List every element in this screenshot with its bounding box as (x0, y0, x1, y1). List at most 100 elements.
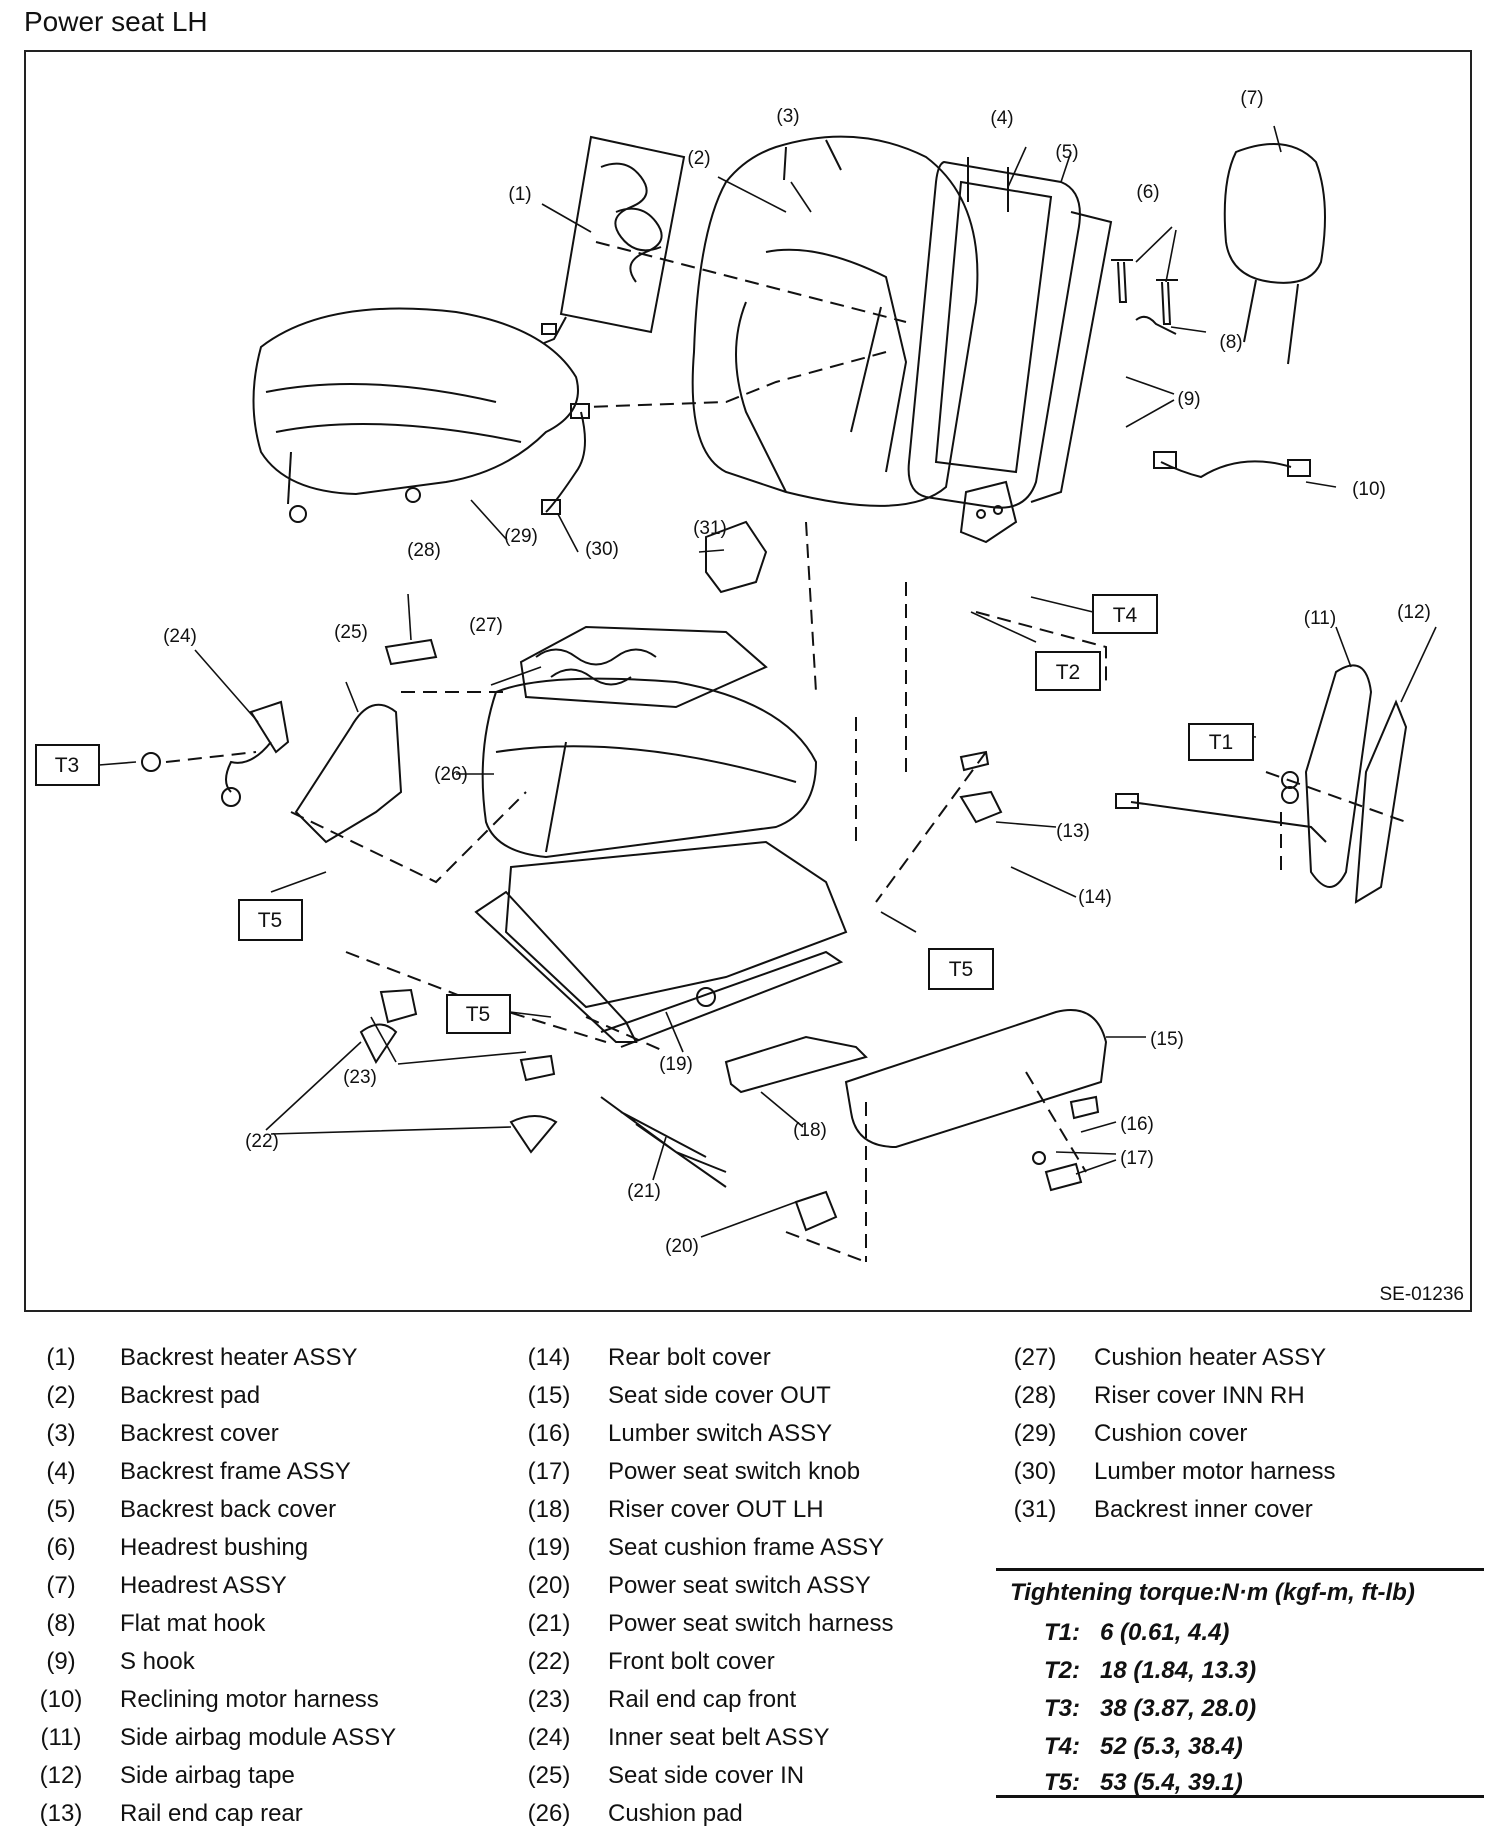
torque-tag-t5-left: T5 (258, 909, 283, 932)
legend-label: Cushion cover (1094, 1420, 1248, 1447)
legend-item: (26)Cushion pad (518, 1800, 988, 1838)
legend-column-2: (14)Rear bolt cover (15)Seat side cover … (518, 1344, 988, 1838)
callout-9: (9) (1177, 389, 1200, 410)
callout-20: (20) (665, 1236, 699, 1257)
legend-num: (24) (527, 1724, 571, 1751)
legend-num: (26) (527, 1800, 571, 1827)
legend-label: Power seat switch ASSY (608, 1572, 871, 1599)
callout-28: (28) (407, 540, 441, 561)
cushion-cover-drawing (252, 307, 579, 523)
rear-bolt-cover-drawing (959, 790, 1003, 824)
legend-num: (18) (527, 1496, 571, 1523)
legend-item: (2)Backrest pad (30, 1382, 490, 1420)
airbag-harness-drawing (1130, 801, 1327, 843)
legend-num: (3) (46, 1420, 76, 1447)
callout-31: (31) (693, 518, 727, 539)
callout-11: (11) (1304, 608, 1336, 629)
legend-item: (23)Rail end cap front (518, 1686, 988, 1724)
legend-label: Rear bolt cover (608, 1344, 771, 1371)
rail-end-cap-front-upper-drawing (379, 988, 418, 1024)
legend-label: Reclining motor harness (120, 1686, 379, 1713)
legend-item: (10)Reclining motor harness (30, 1686, 490, 1724)
legend-label: Headrest bushing (120, 1534, 309, 1561)
legend-label: Lumber switch ASSY (608, 1420, 833, 1447)
callout-3: (3) (776, 106, 799, 127)
inner-seat-belt-drawing (249, 700, 290, 754)
riser-cover-out-drawing (724, 1035, 868, 1094)
seat-side-cover-out-drawing (844, 1009, 1108, 1149)
legend-label: S hook (120, 1648, 195, 1675)
legend-label: Backrest cover (120, 1420, 279, 1447)
callout-25: (25) (334, 622, 368, 643)
legend-item: (24) Inner seat belt ASSY (518, 1724, 988, 1762)
backrest-inner-cover-drawing (705, 520, 768, 594)
legend-item: (9) S hook (30, 1648, 490, 1686)
legend-num: (13) (39, 1800, 83, 1827)
torque-tag-t3: T3 (55, 754, 80, 777)
torque-tag-t5-center: T5 (466, 1003, 491, 1026)
legend-item: (11)Side airbag module ASSY (30, 1724, 490, 1762)
rail-end-cap-rear-drawing (959, 750, 990, 772)
legend-num: (22) (527, 1648, 571, 1675)
legend-num: (30) (1013, 1458, 1057, 1485)
callout-23: (23) (343, 1067, 377, 1088)
legend-num: (1) (46, 1344, 76, 1371)
callout-2: (2) (687, 148, 710, 169)
torque-id: T5: (1044, 1769, 1080, 1796)
power-seat-switch-drawing (794, 1190, 838, 1232)
legend-num: (15) (527, 1382, 571, 1409)
legend-num: (7) (46, 1572, 76, 1599)
legend-num: (19) (527, 1534, 571, 1561)
legend-label: Cushion heater ASSY (1094, 1344, 1327, 1371)
page-title: Power seat LH (24, 6, 208, 37)
legend-column-3: (27)Cushion heater ASSY (28)Riser cover … (1004, 1344, 1474, 1534)
legend-num: (17) (527, 1458, 571, 1485)
legend-num: (5) (46, 1496, 76, 1523)
torque-tag-t5-right: T5 (949, 958, 974, 981)
legend-item: (16) Lumber switch ASSY (518, 1420, 988, 1458)
legend-label: Backrest frame ASSY (120, 1458, 351, 1485)
torque-value: 52 (5.3, 38.4) (1100, 1733, 1243, 1760)
legend-item: (31)Backrest inner cover (1004, 1496, 1474, 1534)
torque-value: 18 (1.84, 13.3) (1100, 1657, 1257, 1684)
torque-id: T1: (1044, 1619, 1080, 1646)
legend-label: Inner seat belt ASSY (608, 1724, 830, 1751)
legend-item: (15)Seat side cover OUT (518, 1382, 988, 1420)
legend-item: (21)Power seat switch harness (518, 1610, 988, 1648)
callout-27: (27) (469, 615, 503, 636)
callout-14: (14) (1078, 887, 1112, 908)
legend-item: (13)Rail end cap rear (30, 1800, 490, 1838)
callout-24: (24) (163, 626, 197, 647)
callout-6: (6) (1136, 182, 1159, 203)
cushion-pad-drawing (481, 625, 818, 859)
legend-item: (20)Power seat switch ASSY (518, 1572, 988, 1610)
legend-label: Backrest inner cover (1094, 1496, 1313, 1523)
legend-item: (5)Backrest back cover (30, 1496, 490, 1534)
legend-label: Riser cover INN RH (1094, 1382, 1305, 1409)
legend-num: (16) (527, 1420, 571, 1447)
legend-num: (2) (46, 1382, 76, 1409)
legend-label: Seat cushion frame ASSY (608, 1534, 885, 1561)
side-airbag-drawing (1304, 664, 1373, 888)
legend-item: (30)Lumber motor harness (1004, 1458, 1474, 1496)
callout-29: (29) (504, 526, 538, 547)
legend-label: Backrest heater ASSY (120, 1344, 358, 1371)
backrest-cover-drawing (691, 135, 979, 507)
legend-num: (4) (46, 1458, 76, 1485)
seat-frame-drawing (474, 840, 848, 1048)
torque-tag-t4: T4 (1113, 604, 1138, 627)
torque-table: Tightening torque:N·m (kgf-m, ft-lb) T1:… (996, 1568, 1484, 1798)
legend-item: (18)Riser cover OUT LH (518, 1496, 988, 1534)
legend-num: (8) (46, 1610, 76, 1637)
legend-num: (9) (46, 1648, 76, 1675)
front-bolt-cover-lower-drawing (509, 1115, 558, 1154)
legend-item: (29)Cushion cover (1004, 1420, 1474, 1458)
legend-item: (12)Side airbag tape (30, 1762, 490, 1800)
switch-harness-drawing (600, 1096, 727, 1188)
callout-12: (12) (1397, 602, 1431, 623)
legend-column-1: (1)Backrest heater ASSY (2)Backrest pad … (30, 1344, 490, 1838)
legend-num: (12) (39, 1762, 83, 1789)
legend-item: (3) Backrest cover (30, 1420, 490, 1458)
callout-21: (21) (627, 1181, 661, 1202)
callout-26: (26) (434, 764, 468, 785)
